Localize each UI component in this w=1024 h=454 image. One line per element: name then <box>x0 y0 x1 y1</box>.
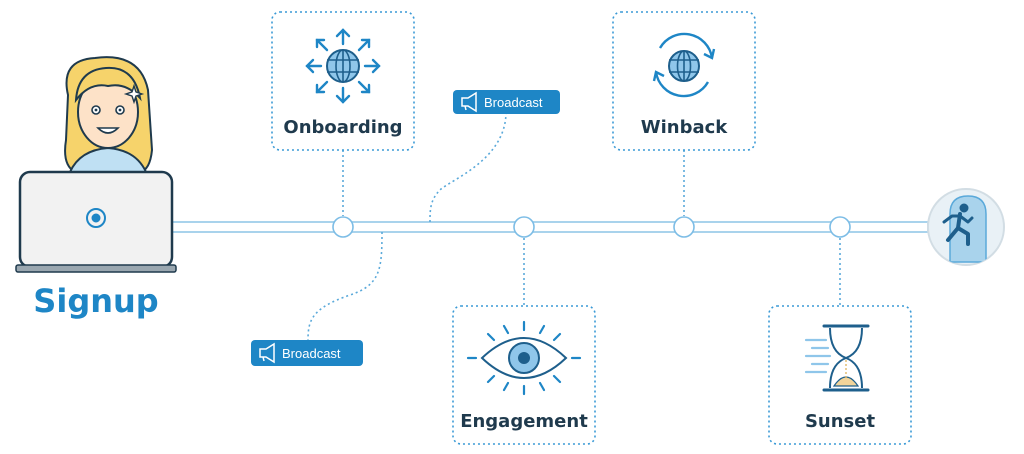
connectors <box>307 111 841 341</box>
node-winback <box>673 216 695 238</box>
exit-running-man-icon <box>942 203 974 246</box>
stage-label-sunset: Sunset <box>805 411 876 432</box>
stage-card-winback: Winback <box>612 11 756 151</box>
signup-illustration <box>15 56 177 273</box>
timeline <box>171 221 929 233</box>
hourglass-icon <box>804 324 870 392</box>
stage-label-onboarding: Onboarding <box>283 117 402 138</box>
person-pupil-right <box>118 108 122 112</box>
stage-card-onboarding: Onboarding <box>271 11 415 151</box>
sparkle-icon <box>123 83 145 105</box>
connector-broadcast-bottom <box>307 231 383 341</box>
node-engagement <box>513 216 535 238</box>
person-mouth <box>96 127 120 134</box>
timeline-nodes <box>332 216 851 238</box>
broadcast-badge-top: Broadcast <box>453 90 560 114</box>
stage-card-engagement: Engagement <box>452 305 596 445</box>
megaphone-icon <box>461 91 477 113</box>
node-onboarding <box>332 216 354 238</box>
stage-label-engagement: Engagement <box>460 411 588 432</box>
eye-icon <box>466 320 582 396</box>
refresh-globe-icon <box>652 32 716 98</box>
laptop-base <box>15 264 177 273</box>
arrows-globe-icon <box>305 28 381 104</box>
broadcast-badge-bottom: Broadcast <box>251 340 363 366</box>
broadcast-label-bottom: Broadcast <box>282 346 341 361</box>
node-sunset <box>829 216 851 238</box>
stage-label-winback: Winback <box>641 117 729 138</box>
laptop-logo-icon <box>86 208 106 228</box>
broadcast-label-top: Broadcast <box>484 95 543 110</box>
signup-label: Signup <box>33 282 158 320</box>
stage-card-sunset: Sunset <box>768 305 912 445</box>
megaphone-icon <box>259 342 275 364</box>
exit-node <box>927 188 1005 266</box>
connector-broadcast-top <box>429 111 507 223</box>
person-hair-bangs <box>74 66 142 104</box>
person-pupil-left <box>94 108 98 112</box>
